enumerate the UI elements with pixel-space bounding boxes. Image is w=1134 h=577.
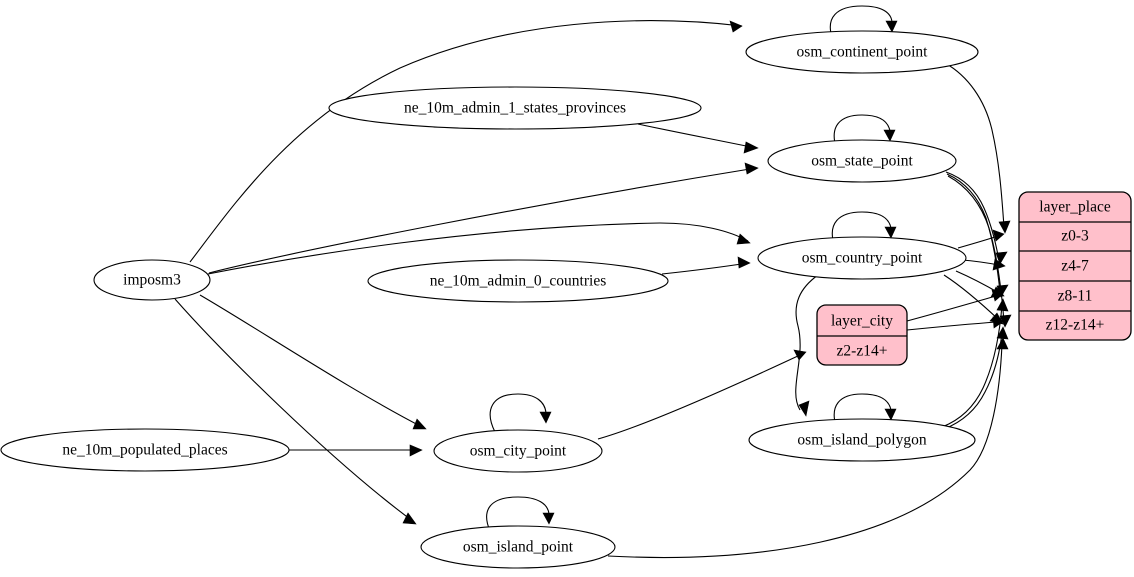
record-layer_place[interactable]: layer_place z0-3 z4-7 z8-11 z12-z14+	[1018, 191, 1132, 341]
node-osm_continent_point[interactable]: osm_continent_point	[745, 30, 979, 74]
node-osm_island_point[interactable]: osm_island_point	[420, 525, 616, 569]
record-row-layer_city-z2-z14[interactable]: z2-z14+	[837, 343, 888, 360]
node-osm_city_point[interactable]: osm_city_point	[433, 429, 603, 473]
node-ne_10m_populated_places[interactable]: ne_10m_populated_places	[0, 428, 290, 472]
node-ne_10m_admin_1_states_provinces[interactable]: ne_10m_admin_1_states_provinces	[328, 86, 702, 130]
edge-self-osm_state_point	[833, 114, 896, 148]
edge-self-osm_city_point	[489, 393, 552, 433]
node-label-osm_city_point: osm_city_point	[470, 443, 567, 460]
node-osm_state_point[interactable]: osm_state_point	[767, 139, 957, 183]
record-row-layer_place-z8-11[interactable]: z8-11	[1058, 288, 1093, 305]
node-label-osm_island_point: osm_island_point	[463, 539, 574, 556]
edge-layer	[174, 5, 1012, 558]
edge-self-osm_country_point	[831, 211, 897, 245]
edge-imposm3-to-osm_continent_point	[189, 20, 743, 263]
edge-osm_island_polygon-to-layer_place-z12-z14	[943, 326, 1009, 430]
edge-osm_island_point-to-layer_place-z12-z14	[607, 337, 1009, 558]
record-row-layer_place-z12-z14[interactable]: z12-z14+	[1046, 317, 1105, 334]
record-layer_city[interactable]: layer_city z2-z14+	[816, 304, 908, 366]
edge-imposm3-to-osm_island_point	[174, 298, 417, 525]
node-label-osm_island_polygon: osm_island_polygon	[797, 432, 926, 449]
edge-self-osm_island_point	[486, 496, 555, 532]
edge-self-osm_continent_point	[829, 5, 898, 38]
node-imposm3[interactable]: imposm3	[93, 259, 211, 301]
node-label-imposm3: imposm3	[123, 272, 181, 289]
node-label-osm_state_point: osm_state_point	[811, 153, 913, 170]
edge-osm_country_point-to-osm_island_polygon	[795, 274, 819, 417]
record-layer: layer_place z0-3 z4-7 z8-11 z12-z14+ lay…	[816, 191, 1132, 366]
node-label-ne_10m_admin_0_countries: ne_10m_admin_0_countries	[430, 273, 607, 290]
edge-imposm3-to-osm_country_point	[207, 222, 751, 275]
edge-osm_continent_point-to-layer_place-z0-3	[944, 62, 1011, 234]
edge-layer_city-to-layer_place-z12-z14	[906, 316, 1005, 331]
edge-osm_country_point-to-layer_place-z0-3	[957, 229, 1005, 249]
node-osm_country_point[interactable]: osm_country_point	[757, 236, 967, 280]
record-title-layer_city: layer_city	[831, 313, 893, 330]
edge-layer_city-to-layer_place-z8-11	[906, 289, 1004, 322]
edge-self-osm_island_polygon	[833, 393, 897, 427]
record-row-layer_place-z4-7[interactable]: z4-7	[1061, 258, 1089, 275]
node-osm_island_polygon[interactable]: osm_island_polygon	[748, 418, 976, 462]
edge-ne_admin_0_countries-to-osm_country_point	[661, 256, 751, 275]
node-label-ne_10m_admin_1_states_provinces: ne_10m_admin_1_states_provinces	[404, 100, 626, 117]
edge-ne_states_provinces-to-osm_state_point	[637, 123, 759, 154]
edge-osm_state_point-to-layer_place-z4-7	[945, 171, 1008, 265]
node-label-osm_country_point: osm_country_point	[802, 250, 923, 267]
edge-ne_populated_places-to-osm_city_point	[289, 444, 423, 457]
edge-imposm3-to-osm_city_point	[199, 294, 427, 430]
edge-osm_island_polygon-to-layer_place-z8-11	[941, 298, 1009, 428]
node-layer: imposm3 ne_10m_admin_1_states_provinces …	[0, 30, 979, 569]
node-label-ne_10m_populated_places: ne_10m_populated_places	[62, 442, 227, 459]
record-row-layer_place-z0-3[interactable]: z0-3	[1061, 228, 1089, 245]
edge-imposm3-to-osm_state_point	[208, 162, 759, 274]
edge-osm_city_point-to-layer_city	[597, 349, 807, 440]
edge-osm_country_point-to-layer_place-z12-z14	[943, 274, 1004, 325]
record-title-layer_place: layer_place	[1039, 199, 1111, 216]
node-ne_10m_admin_0_countries[interactable]: ne_10m_admin_0_countries	[367, 259, 669, 303]
node-label-osm_continent_point: osm_continent_point	[797, 44, 929, 61]
